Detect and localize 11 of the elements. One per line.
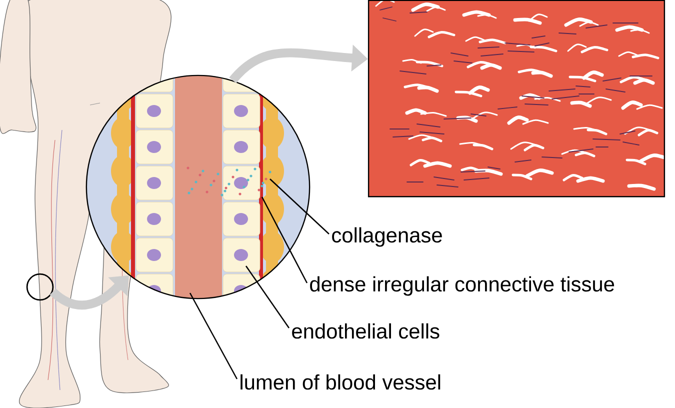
leader-line <box>189 292 238 380</box>
leader-line <box>245 266 290 328</box>
label-text: collagenase <box>332 227 442 247</box>
label-text: lumen of blood vessel <box>240 374 440 390</box>
tissue-micrograph <box>368 0 668 198</box>
magnified-vessel <box>86 74 310 300</box>
label-text: dense irregular connective tissue <box>310 276 614 296</box>
leg-circle <box>26 273 54 301</box>
leader-line <box>270 178 330 234</box>
leader-line <box>261 196 308 284</box>
label-text: endothelial cells <box>292 323 440 339</box>
